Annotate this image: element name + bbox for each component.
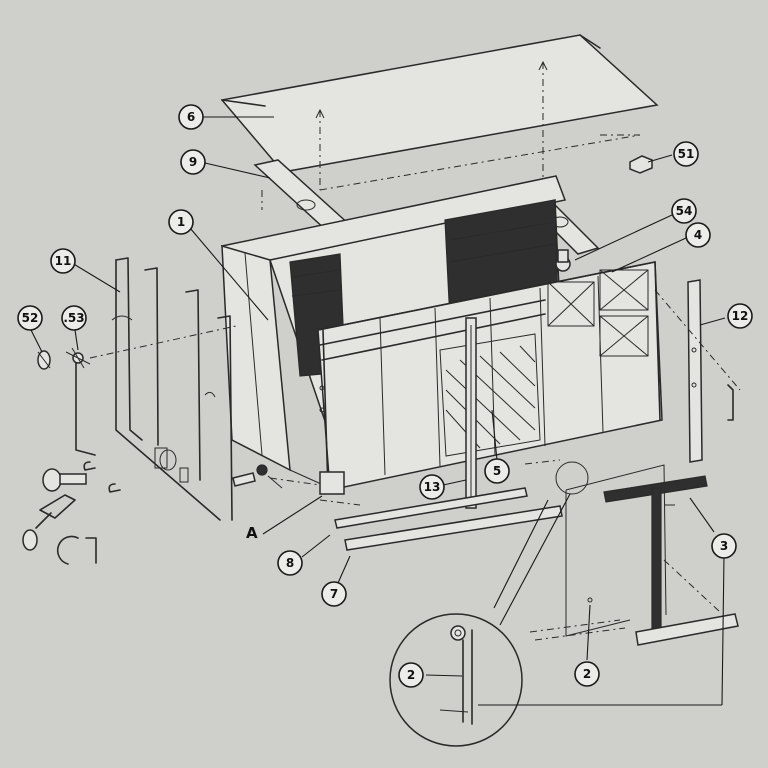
callout-12: 12 (727, 303, 753, 329)
svg-text:6: 6 (187, 110, 195, 124)
corner-bracket-A (319, 471, 361, 506)
svg-text:3: 3 (720, 539, 728, 553)
svg-text:4: 4 (694, 228, 702, 242)
callout-2-door: 2 (574, 661, 600, 687)
svg-text:5: 5 (493, 464, 501, 478)
svg-text:2: 2 (583, 667, 591, 681)
part-52-washer (37, 350, 51, 370)
part-51-nut (629, 155, 653, 174)
detail-zoom-circle (389, 493, 571, 747)
part-54-fitting (555, 249, 571, 272)
callout-11: 11 (50, 248, 76, 274)
car-body-front-side (317, 261, 663, 491)
callout-52: 52 (17, 305, 43, 331)
callout-3: 3 (711, 533, 737, 559)
callout-6: 6 (178, 104, 204, 130)
callout-1: 1 (168, 209, 194, 235)
svg-text:54: 54 (676, 204, 693, 218)
svg-text:.53: .53 (63, 311, 84, 325)
svg-text:7: 7 (330, 587, 338, 601)
part-53-star-nut (65, 325, 237, 369)
svg-text:9: 9 (189, 155, 197, 169)
callout-53: .53 (61, 305, 87, 331)
svg-text:51: 51 (678, 147, 695, 161)
svg-text:52: 52 (22, 311, 39, 325)
svg-text:11: 11 (55, 254, 72, 268)
callout-7: 7 (321, 581, 347, 607)
svg-text:13: 13 (424, 480, 441, 494)
left-side-frame (111, 257, 233, 521)
svg-text:12: 12 (732, 309, 749, 323)
right-end-post (654, 279, 741, 463)
roof-panel (220, 34, 659, 191)
callout-4: 4 (685, 222, 711, 248)
callout-8: 8 (277, 550, 303, 576)
sliding-door-assembly (529, 461, 739, 646)
svg-text:8: 8 (286, 556, 294, 570)
callout-13: 13 (419, 474, 445, 500)
bottom-sill-8 (334, 487, 528, 529)
callout-2-detail: 2 (398, 662, 424, 688)
ladder-post (465, 317, 477, 509)
svg-text:1: 1 (177, 215, 185, 229)
hardware-pins (22, 359, 283, 565)
detail-letter-A: A (246, 524, 258, 542)
callout-51: 51 (673, 141, 699, 167)
callout-5: 5 (484, 458, 510, 484)
bottom-sill-7 (344, 505, 563, 551)
car-body-left-end (221, 244, 331, 489)
svg-text:2: 2 (407, 668, 415, 682)
callout-54: 54 (671, 198, 697, 224)
callout-9: 9 (180, 149, 206, 175)
